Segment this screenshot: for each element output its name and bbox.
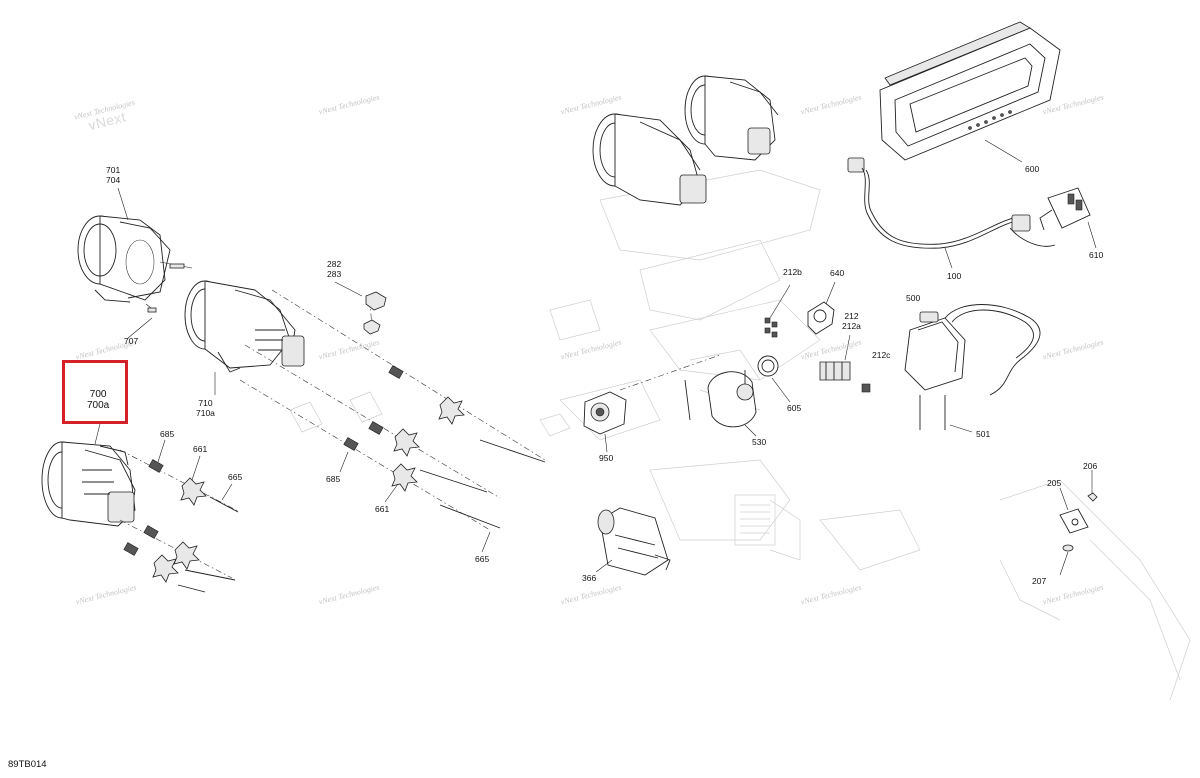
- callout-707[interactable]: 707: [124, 336, 139, 346]
- callout-205[interactable]: 205: [1047, 478, 1062, 488]
- callout-605[interactable]: 605: [787, 403, 802, 413]
- callout-501[interactable]: 501: [976, 429, 991, 439]
- callout-530[interactable]: 530: [752, 437, 767, 447]
- power-socket-950: [539, 391, 627, 453]
- callout-610[interactable]: 610: [1089, 250, 1104, 260]
- leader-lines: [94, 187, 491, 553]
- switch-parts-212-640: [757, 281, 871, 403]
- bracket-205: [1059, 470, 1098, 576]
- module-500: [904, 304, 1041, 433]
- callout-212b[interactable]: 212b: [783, 267, 802, 277]
- callout-600[interactable]: 600: [1025, 164, 1040, 174]
- diagram-reference-code: 89TB014: [8, 759, 47, 770]
- callout-212c[interactable]: 212c: [872, 350, 891, 360]
- callout-665[interactable]: 665: [475, 554, 490, 564]
- gauge-cluster-600: [879, 21, 1061, 163]
- callout-950[interactable]: 950: [599, 453, 614, 463]
- callout-661[interactable]: 661: [193, 444, 208, 454]
- callout-206[interactable]: 206: [1083, 461, 1098, 471]
- callout-685[interactable]: 685: [160, 429, 175, 439]
- callout-100[interactable]: 100: [947, 271, 962, 281]
- module-366: [595, 507, 671, 576]
- callout-366[interactable]: 366: [582, 573, 597, 583]
- callout-665[interactable]: 665: [228, 472, 243, 482]
- callout-685[interactable]: 685: [326, 474, 341, 484]
- callout-207[interactable]: 207: [1032, 576, 1047, 586]
- callout-640[interactable]: 640: [830, 268, 845, 278]
- callout-500[interactable]: 500: [906, 293, 921, 303]
- actuator-530: [684, 370, 757, 437]
- clip-282: [363, 291, 387, 335]
- headlamp-assembly-700: [41, 441, 136, 527]
- highlight-box: [62, 360, 128, 424]
- headlamp-projector-710: [184, 280, 305, 373]
- callout-661[interactable]: 661: [375, 504, 390, 514]
- wiring-harness-100: [847, 157, 1056, 269]
- headlamp-housing-701: [77, 215, 193, 313]
- rocker-switch-610: [1039, 187, 1097, 249]
- upper-headlights: [592, 75, 779, 206]
- adjuster-hardware: [123, 365, 546, 593]
